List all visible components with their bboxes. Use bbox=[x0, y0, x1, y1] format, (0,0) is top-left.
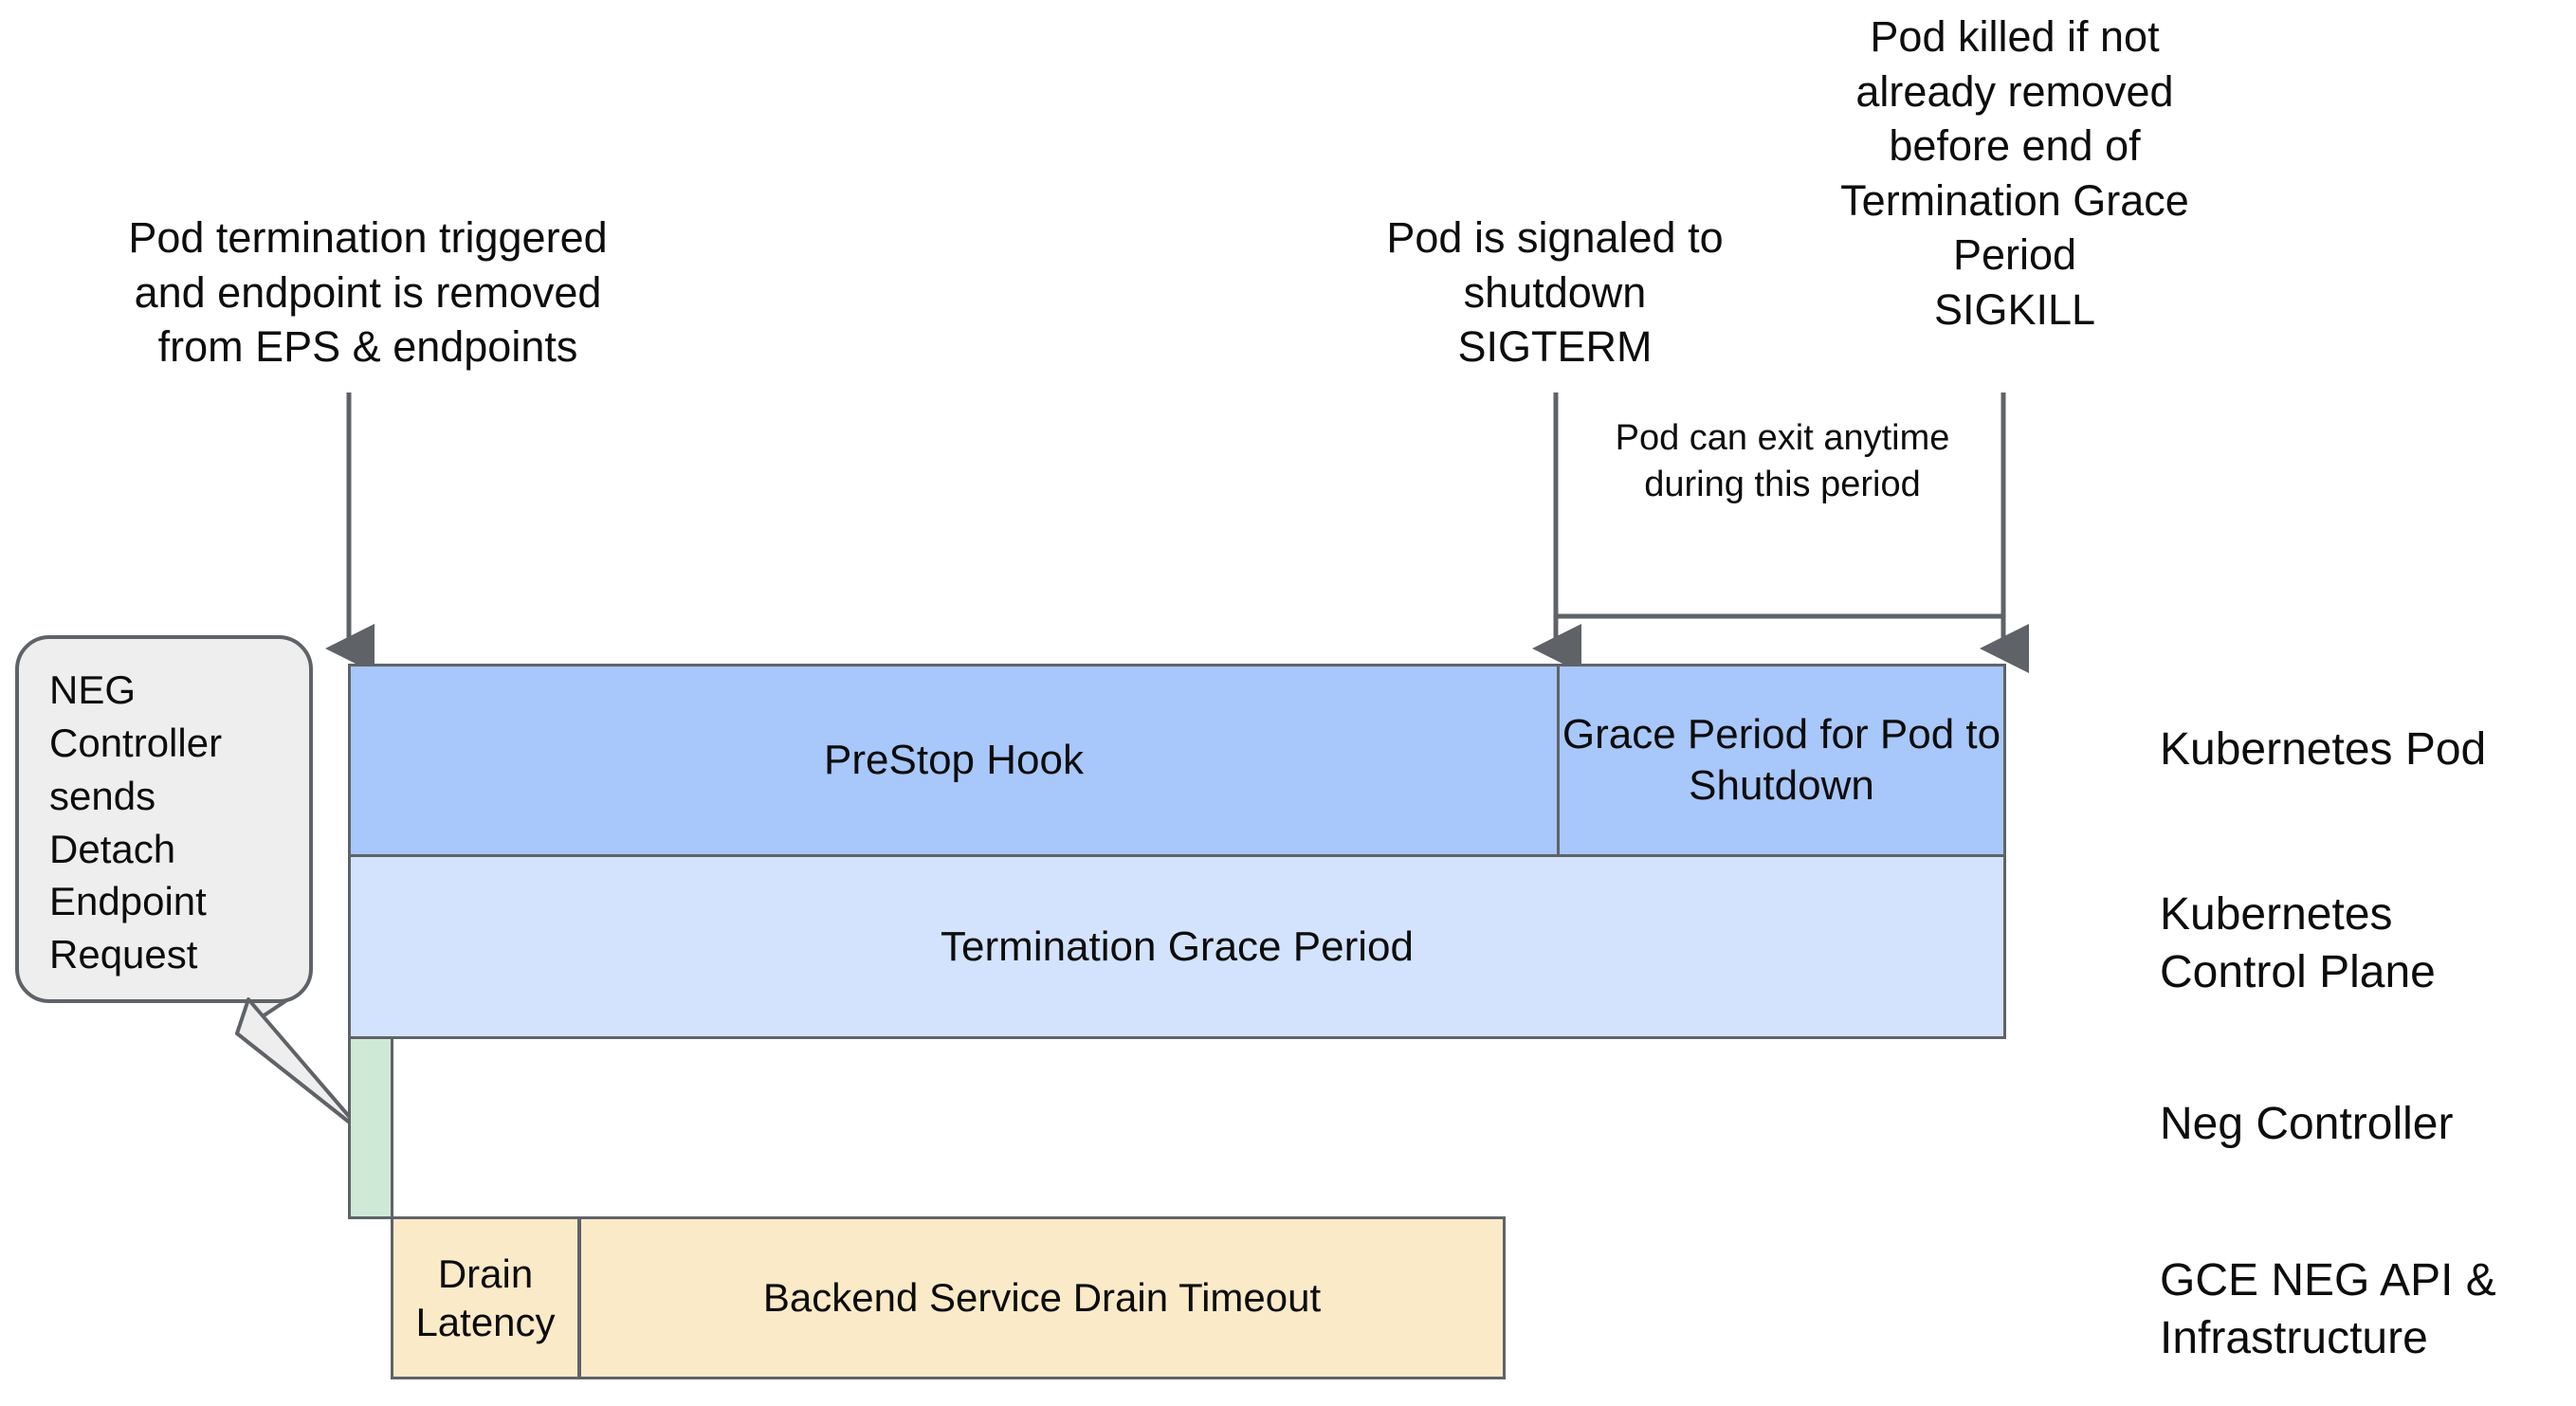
lane-label-gce-neg-api-infrastructure: GCE NEG API & Infrastructure bbox=[2160, 1255, 2496, 1364]
bar-termination-grace-period[interactable]: Termination Grace Period bbox=[348, 854, 2006, 1039]
lane-label-kubernetes-control-plane: Kubernetes Control Plane bbox=[2160, 889, 2436, 998]
bar-drain-latency[interactable]: Drain Latency bbox=[391, 1216, 580, 1379]
bar-neg-controller-detach[interactable] bbox=[348, 1036, 393, 1219]
bar-backend-service-drain-timeout[interactable]: Backend Service Drain Timeout bbox=[578, 1216, 1506, 1379]
annotation-pod-can-exit-anytime: Pod can exit anytime during this period bbox=[1615, 418, 1950, 504]
annotation-pod-termination-triggered: Pod termination triggered and endpoint i… bbox=[128, 213, 608, 372]
bar-prestop-hook[interactable]: PreStop Hook bbox=[348, 664, 1560, 857]
neg-controller-callout-text: NEG Controller sends Detach Endpoint Req… bbox=[49, 667, 223, 977]
lane-label-neg-controller: Neg Controller bbox=[2160, 1099, 2454, 1149]
annotation-sigkill: Pod killed if not already removed before… bbox=[1840, 12, 2189, 334]
bar-grace-period-for-pod-to-shutdown[interactable]: Grace Period for Pod to Shutdown bbox=[1557, 664, 2006, 857]
annotation-sigterm: Pod is signaled to shutdown SIGTERM bbox=[1386, 213, 1724, 372]
lane-label-kubernetes-pod: Kubernetes Pod bbox=[2160, 724, 2487, 775]
